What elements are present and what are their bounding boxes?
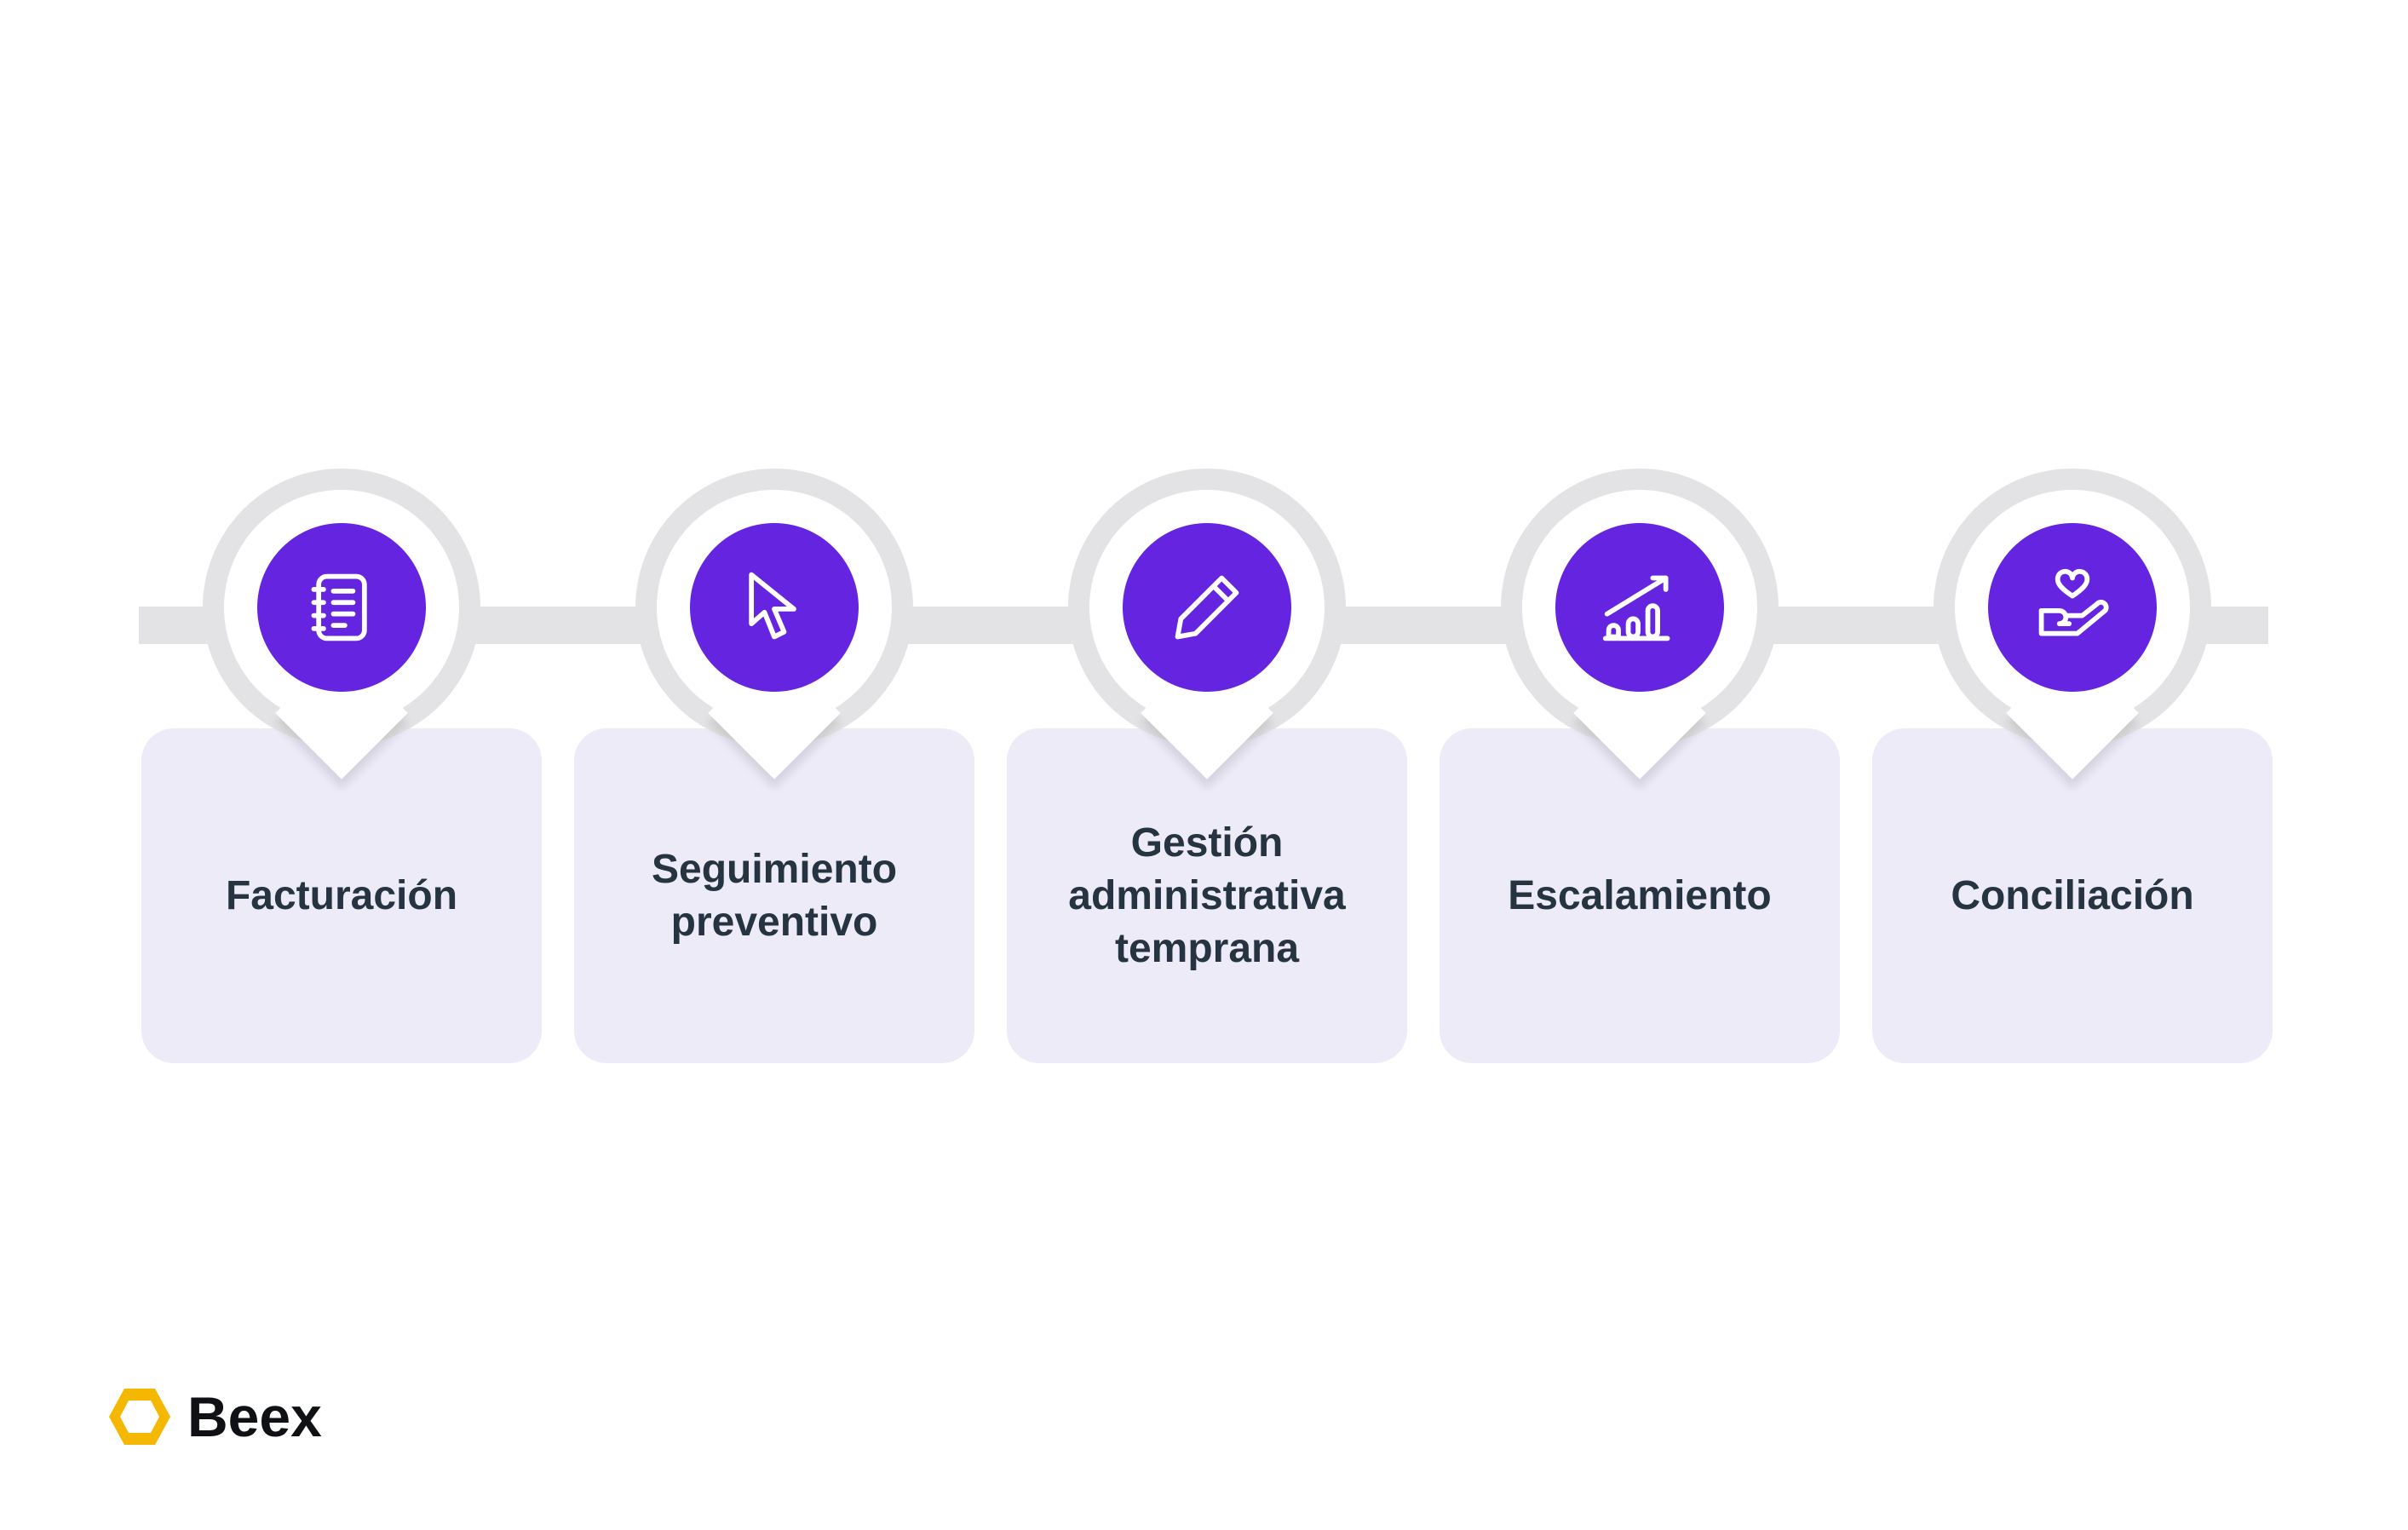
step-escalamiento: Escalamiento <box>1440 0 1840 1530</box>
growth-chart-icon <box>1602 575 1670 641</box>
step-conciliacion: Conciliación <box>1872 0 2273 1530</box>
hand-heart-icon <box>2038 568 2109 636</box>
step-seguimiento-preventivo: Seguimiento preventivo <box>574 0 974 1530</box>
step-gestion-administrativa: Gestión administrativa temprana <box>1007 0 1407 1530</box>
brand-logo: Beex <box>106 1383 322 1450</box>
step-badge <box>690 523 859 692</box>
cursor-pointer-icon <box>749 572 796 640</box>
beex-hexagon-logo-icon <box>109 1389 170 1445</box>
step-label: Facturación <box>225 872 458 918</box>
step-card: Facturación <box>141 728 542 1063</box>
step-label: Escalamiento <box>1508 872 1772 918</box>
step-badge <box>1123 523 1291 692</box>
brand-name: Beex <box>187 1385 322 1448</box>
step-card: Seguimiento preventivo <box>574 728 974 1063</box>
step-label: Conciliación <box>1951 872 2194 918</box>
step-facturacion: Facturación <box>141 0 542 1530</box>
step-label: Seguimiento preventivo <box>651 846 898 945</box>
step-card: Gestión administrativa temprana <box>1007 728 1407 1063</box>
step-card: Conciliación <box>1872 728 2273 1063</box>
step-badge <box>257 523 426 692</box>
step-badge <box>1988 523 2157 692</box>
step-label: Gestión administrativa temprana <box>1068 820 1346 971</box>
pencil-icon <box>1175 575 1239 640</box>
step-badge <box>1555 523 1724 692</box>
step-card: Escalamiento <box>1440 728 1840 1063</box>
notebook-icon <box>311 573 367 641</box>
